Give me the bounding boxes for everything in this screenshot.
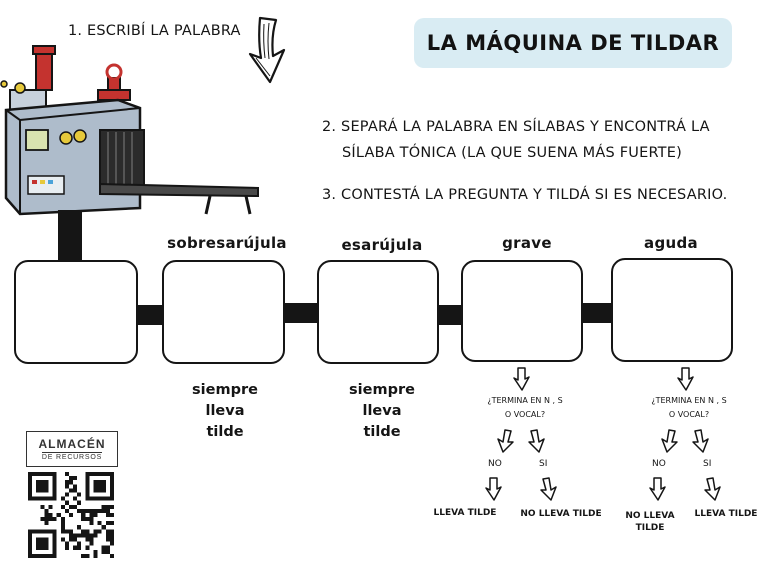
question-line: ¿TERMINA EN N , S [651, 396, 727, 405]
result-line: TILDE [635, 523, 665, 533]
aguda-box[interactable] [611, 258, 733, 362]
esdrujula-rule: siempre lleva tilde [327, 380, 437, 443]
step-3-instruction: 3. CONTESTÁ LA PREGUNTA Y TILDÁ SI ES NE… [322, 187, 728, 203]
grave-no-label: NO [488, 459, 502, 469]
rule-word: siempre [349, 382, 415, 398]
aguda-no-label: NO [652, 459, 666, 469]
aguda-label: aguda [644, 234, 698, 252]
sobresdrujula-box[interactable] [162, 260, 285, 364]
chain-link-2 [283, 303, 319, 323]
rule-word: lleva [362, 403, 402, 419]
down-arrow-icon [649, 477, 666, 501]
logo-line1: ALMACÉN [38, 437, 106, 451]
down-right-arrow-icon [692, 429, 709, 453]
chain-vertical-bar [58, 210, 82, 264]
sobresdrujula-rule: siempre lleva tilde [170, 380, 280, 443]
step-2-instruction-line1: 2. SEPARÁ LA PALABRA EN SÍLABAS Y ENCONT… [322, 119, 710, 135]
down-right-arrow-icon [704, 477, 721, 501]
esdrujula-box[interactable] [317, 260, 439, 364]
question-line: O VOCAL? [668, 410, 710, 419]
qr-code-icon [28, 472, 114, 558]
grave-question: ¿TERMINA EN N , S O VOCAL? [470, 394, 580, 422]
down-right-arrow-icon [540, 477, 557, 501]
down-left-arrow-icon [497, 429, 514, 453]
aguda-si-label: SI [703, 459, 712, 469]
rule-word: tilde [206, 424, 244, 440]
brand-logo: ALMACÉN DE RECURSOS [26, 431, 118, 467]
result-line: NO LLEVA [625, 511, 675, 521]
step-1-instruction: 1. ESCRIBÍ LA PALABRA [68, 23, 241, 39]
chain-link-1 [136, 305, 164, 325]
chain-link-4 [581, 303, 613, 323]
down-arrow-icon [513, 367, 530, 391]
question-line: ¿TERMINA EN N , S [487, 396, 563, 405]
question-line: O VOCAL? [504, 410, 546, 419]
rule-word: lleva [205, 403, 245, 419]
word-box[interactable] [14, 260, 138, 364]
page-title: LA MÁQUINA DE TILDAR [426, 31, 720, 55]
down-arrow-icon [248, 16, 286, 84]
aguda-question: ¿TERMINA EN N , S O VOCAL? [634, 394, 744, 422]
down-arrow-icon [485, 477, 502, 501]
step-2-instruction-line2: SÍLABA TÓNICA (LA QUE SUENA MÁS FUERTE) [342, 145, 682, 161]
grave-label: grave [502, 234, 552, 252]
machine-illustration [0, 45, 259, 228]
rule-word: tilde [363, 424, 401, 440]
down-arrow-icon [677, 367, 694, 391]
aguda-si-result: LLEVA TILDE [694, 509, 758, 519]
chain-link-3 [437, 305, 463, 325]
aguda-no-result: NO LLEVA TILDE [620, 510, 680, 534]
grave-si-result: NO LLEVA TILDE [520, 509, 602, 519]
logo-line2: DE RECURSOS [41, 452, 103, 461]
grave-si-label: SI [539, 459, 548, 469]
rule-word: siempre [192, 382, 258, 398]
down-right-arrow-icon [528, 429, 545, 453]
grave-no-result: LLEVA TILDE [433, 508, 497, 518]
down-left-arrow-icon [661, 429, 678, 453]
sobresdrujula-label: sobresarújula [167, 234, 287, 252]
title-banner: LA MÁQUINA DE TILDAR [414, 18, 732, 68]
esdrujula-label: esarújula [341, 236, 423, 254]
grave-box[interactable] [461, 260, 583, 362]
